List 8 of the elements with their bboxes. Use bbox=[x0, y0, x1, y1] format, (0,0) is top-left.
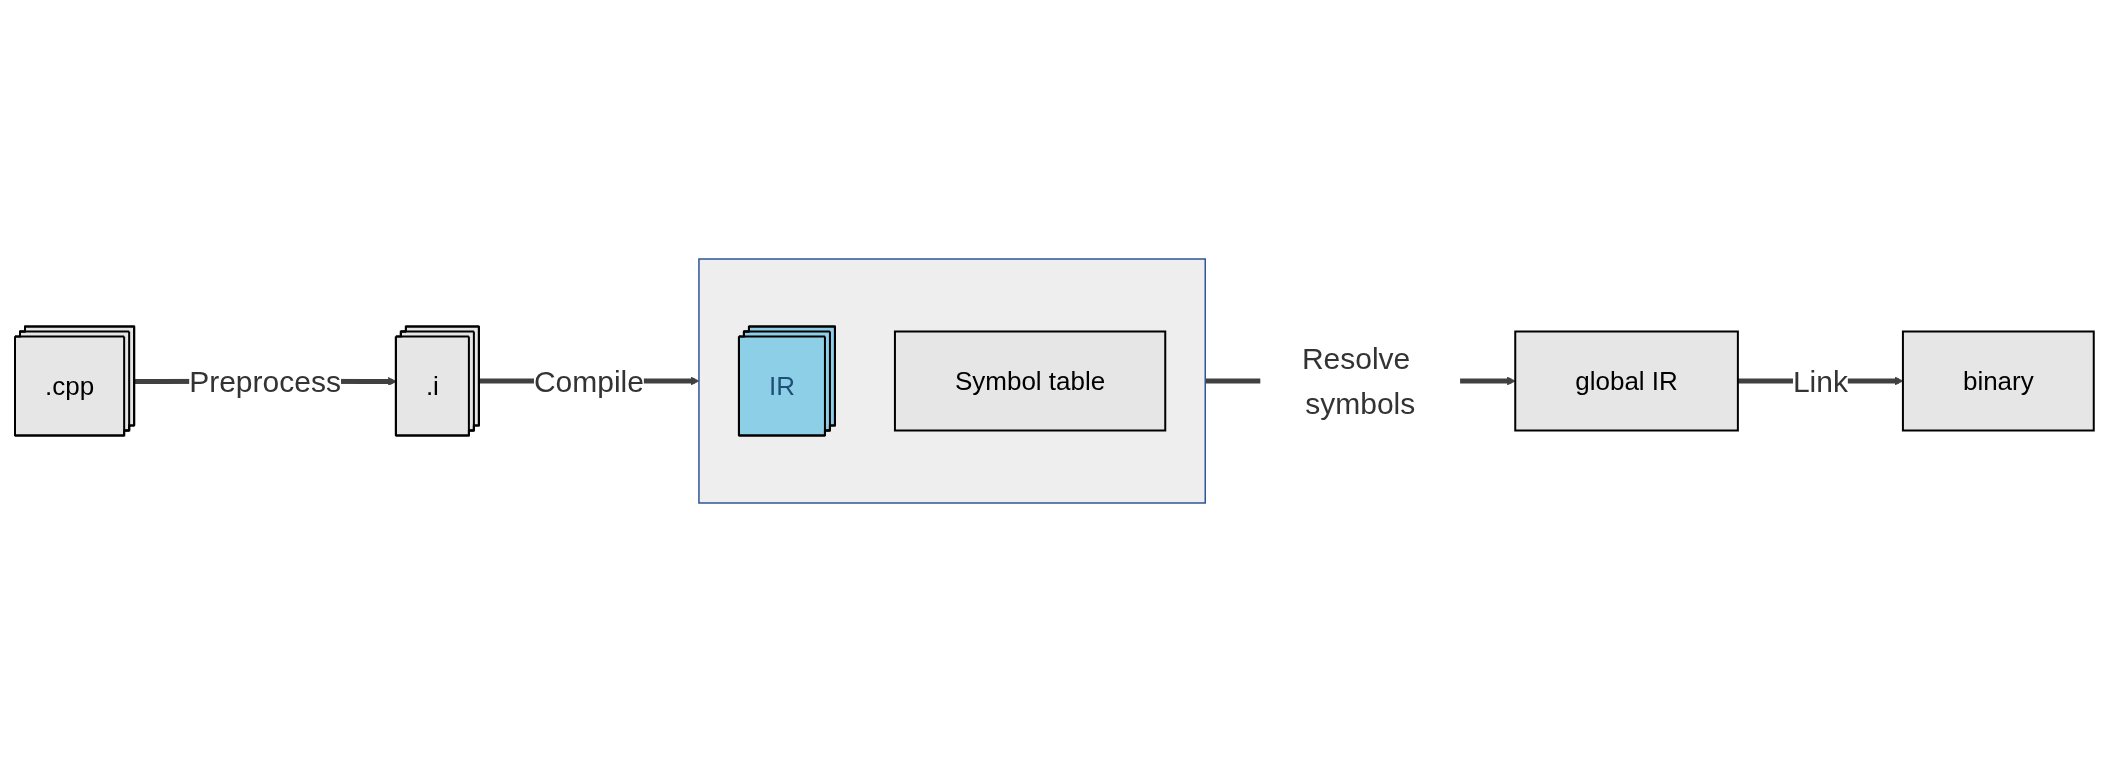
edge-label: Preprocess bbox=[188, 364, 341, 397]
node-box: global IR bbox=[1513, 330, 1739, 431]
cluster bbox=[697, 257, 1206, 504]
edge-label: Link bbox=[1792, 364, 1848, 397]
edge-label: Resolve symbols bbox=[1301, 341, 1415, 420]
node-box: binary bbox=[1901, 330, 2095, 431]
node-box: Symbol table bbox=[893, 330, 1166, 431]
edge-label: Compile bbox=[533, 364, 644, 397]
